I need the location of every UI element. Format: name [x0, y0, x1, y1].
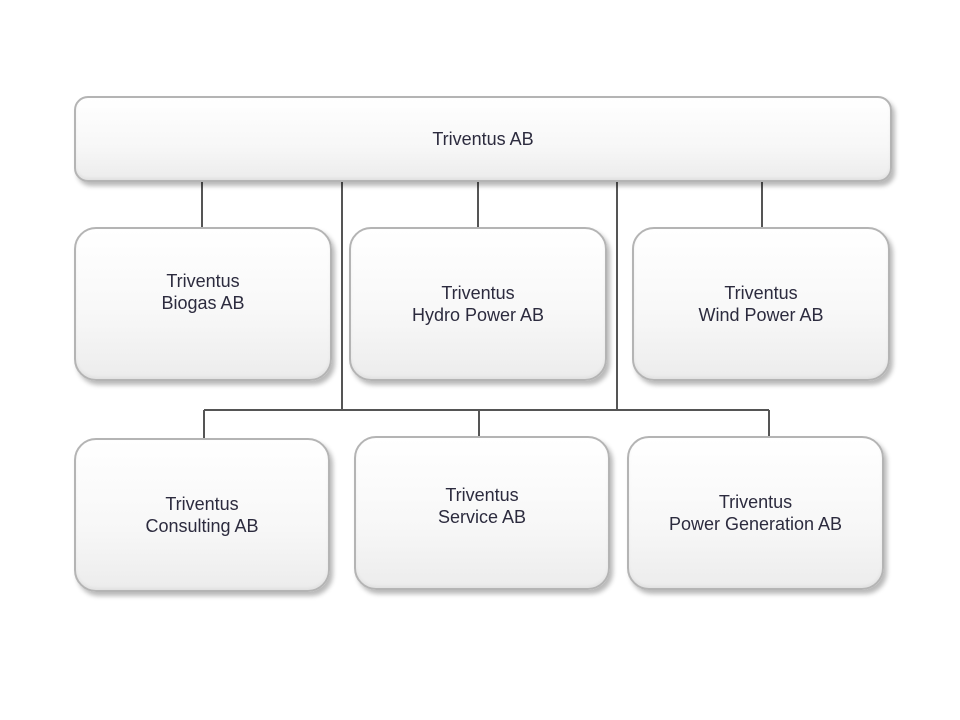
node-label: Triventus Biogas AB — [161, 271, 245, 313]
node-label: Triventus Wind Power AB — [698, 283, 824, 325]
node-consulting: Triventus Consulting AB — [74, 438, 330, 592]
node-label: Triventus Hydro Power AB — [411, 283, 545, 325]
node-triventus-ab: Triventus AB — [74, 96, 892, 182]
node-wind-power: Triventus Wind Power AB — [632, 227, 890, 381]
node-power-generation: Triventus Power Generation AB — [627, 436, 884, 590]
node-label: Triventus Service AB — [437, 485, 527, 527]
node-service: Triventus Service AB — [354, 436, 610, 590]
node-biogas: Triventus Biogas AB — [74, 227, 332, 381]
node-label: Triventus Consulting AB — [145, 494, 259, 536]
node-hydro-power: Triventus Hydro Power AB — [349, 227, 607, 381]
node-label: Triventus Power Generation AB — [668, 492, 843, 534]
node-label: Triventus AB — [432, 129, 534, 149]
